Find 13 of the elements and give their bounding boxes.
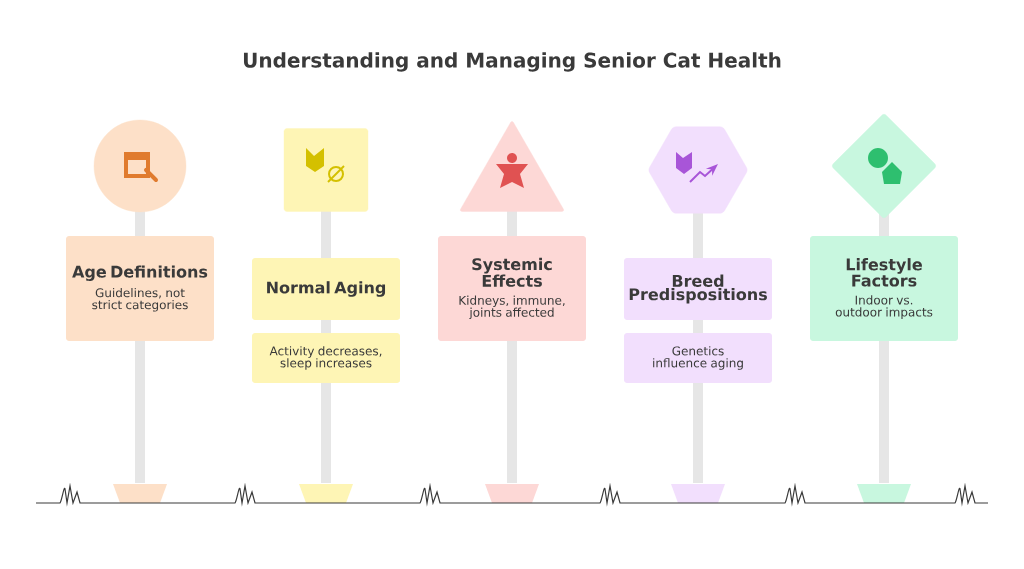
title: Understanding and Managing Senior Cat Health [244,52,781,72]
circle-sign [93,119,187,213]
sign-board: Normal Aging [252,258,400,320]
note-board: Activity decreases, sleep increases [252,333,400,383]
sign-board: Age Definitions Guidelines, not strict categories [66,236,214,341]
box-sign [283,128,369,212]
hexagon-sign [648,126,748,214]
note-board: Genetics influence aging [624,333,772,383]
triangle-sign [460,121,564,212]
diamond-sign [832,114,936,218]
sign-board: Breed Predispositions [624,258,772,320]
sign-board: Systemic Effects Kidneys, immune, joints affected [438,236,586,341]
sign-board: Lifestyle Factors Indoor vs. outdoor impacts [810,236,958,341]
